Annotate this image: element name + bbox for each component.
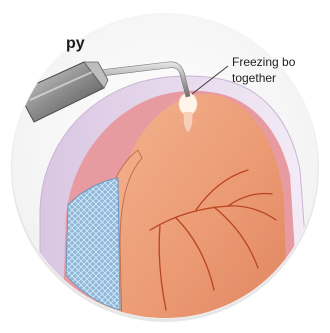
callout-line-2: together	[232, 71, 276, 85]
callout-line-1: Freezing bo	[232, 55, 296, 69]
title-fragment: py	[66, 35, 85, 52]
